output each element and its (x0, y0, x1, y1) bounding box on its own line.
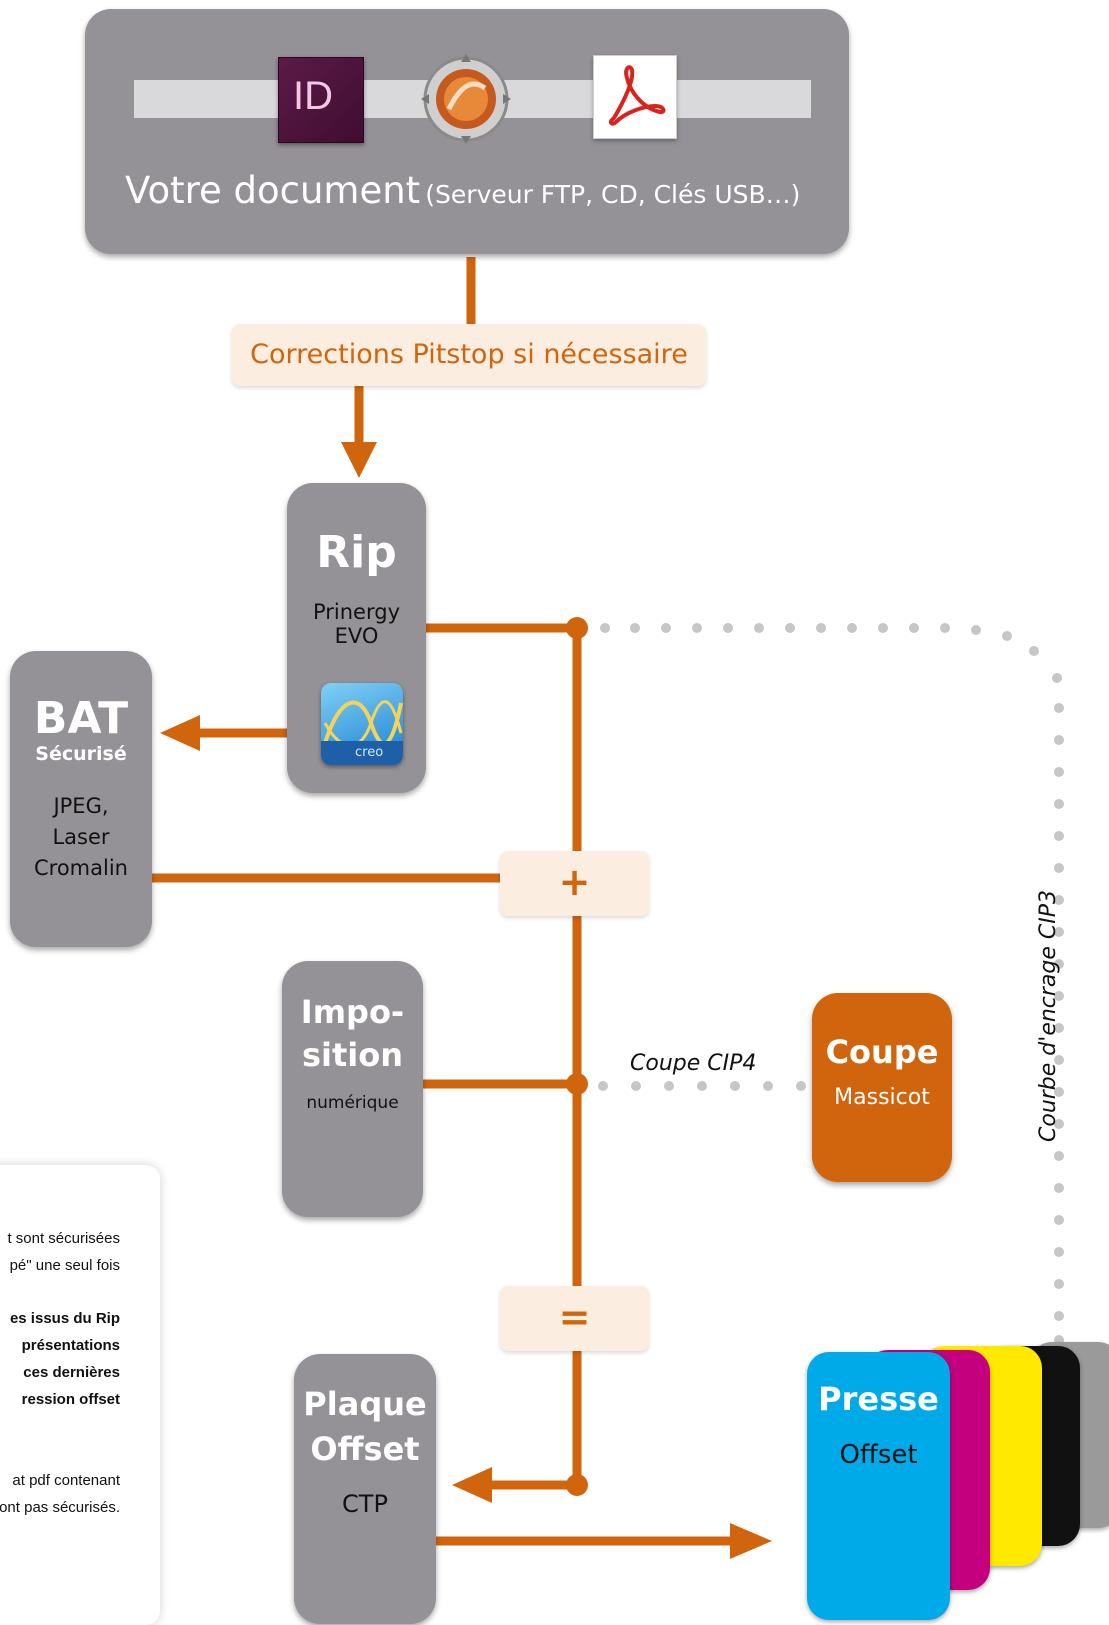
coupe-cip4-label: Coupe CIP4 (630, 1051, 757, 1076)
arrow-head-left-plaque (452, 1467, 492, 1503)
bat-title: BAT (33, 693, 129, 744)
imposition-title-line1: Impo- (300, 993, 405, 1031)
equals-box: = (500, 1286, 649, 1351)
presse-cyan-card: Presse Offset (807, 1352, 950, 1620)
imposition-title-line2: sition (301, 1036, 404, 1074)
acrobat-pdf-icon (593, 55, 677, 139)
coupe-box: Coupe Massicot (812, 993, 952, 1182)
notes-line4: présentations (21, 1337, 120, 1354)
presse-title: Presse (818, 1380, 939, 1418)
corrections-label: Corrections Pitstop si nécessaire (250, 339, 688, 370)
junction-dot-top (566, 617, 588, 639)
coupe-title: Coupe (825, 1033, 939, 1071)
source-subtitle: (Serveur FTP, CD, Clés USB…) (425, 180, 801, 209)
rip-box: Rip Prinergy EVO creo (287, 483, 426, 793)
junction-dot-middle (566, 1073, 588, 1095)
notes-panel: t sont sécurisées pé" une seul fois es i… (0, 1165, 160, 1625)
arrow-head-down (341, 442, 377, 478)
rip-line2: EVO (334, 624, 379, 648)
junction-dot-bottom (566, 1474, 588, 1496)
cip4-dotted-path (598, 1081, 806, 1091)
plus-box: + (500, 851, 649, 916)
plaque-sub: CTP (342, 1490, 388, 1518)
plaque-title-line2: Offset (310, 1430, 420, 1468)
notes-line8: ont pas sécurisés. (0, 1499, 120, 1516)
notes-line1: t sont sécurisées (7, 1230, 120, 1247)
bat-line2: Laser (52, 825, 110, 849)
notes-line5: ces dernières (23, 1364, 120, 1381)
notes-text: t sont sécurisées pé" une seul fois es i… (0, 1225, 120, 1521)
cip3-dotted-path (600, 623, 1064, 1345)
notes-line6: ression offset (21, 1391, 120, 1408)
corrections-box: Corrections Pitstop si nécessaire (232, 324, 706, 386)
rip-title: Rip (316, 527, 397, 578)
imposition-box: Impo- sition numérique (282, 961, 423, 1217)
creo-icon-text: creo (355, 745, 384, 760)
curve-cip3-label: Courbe d'encrage CIP3 (1036, 889, 1061, 1142)
plus-label: + (558, 860, 591, 904)
pitstop-icon (421, 54, 511, 144)
source-caption: Votre document (Serveur FTP, CD, Clés US… (125, 169, 825, 212)
notes-line3: es issus du Rip (9, 1310, 120, 1327)
indesign-letters: ID (293, 74, 333, 118)
notes-line7: at pdf contenant (12, 1472, 120, 1489)
bat-line3: Cromalin (34, 856, 128, 880)
bat-subtitle: Sécurisé (35, 743, 127, 765)
plaque-offset-box: Plaque Offset CTP (294, 1354, 436, 1624)
plaque-title-line1: Plaque (303, 1385, 427, 1423)
bat-box: BAT Sécurisé JPEG, Laser Cromalin (10, 651, 152, 947)
equals-label: = (558, 1295, 591, 1339)
notes-line2: pé" une seul fois (9, 1257, 120, 1274)
indesign-icon: ID (278, 57, 364, 143)
imposition-sub: numérique (306, 1093, 399, 1113)
presse-sub: Offset (839, 1440, 918, 1470)
arrow-head-left (160, 715, 200, 751)
arrow-head-right (730, 1523, 772, 1559)
creo-icon: creo (321, 683, 403, 765)
rip-line1: Prinergy (312, 600, 400, 624)
source-title: Votre document (125, 169, 421, 212)
bat-line1: JPEG, (53, 794, 109, 818)
source-document-box: ID Votre document (Serveur FTP, CD, Clés… (85, 9, 849, 254)
coupe-sub: Massicot (834, 1085, 930, 1110)
